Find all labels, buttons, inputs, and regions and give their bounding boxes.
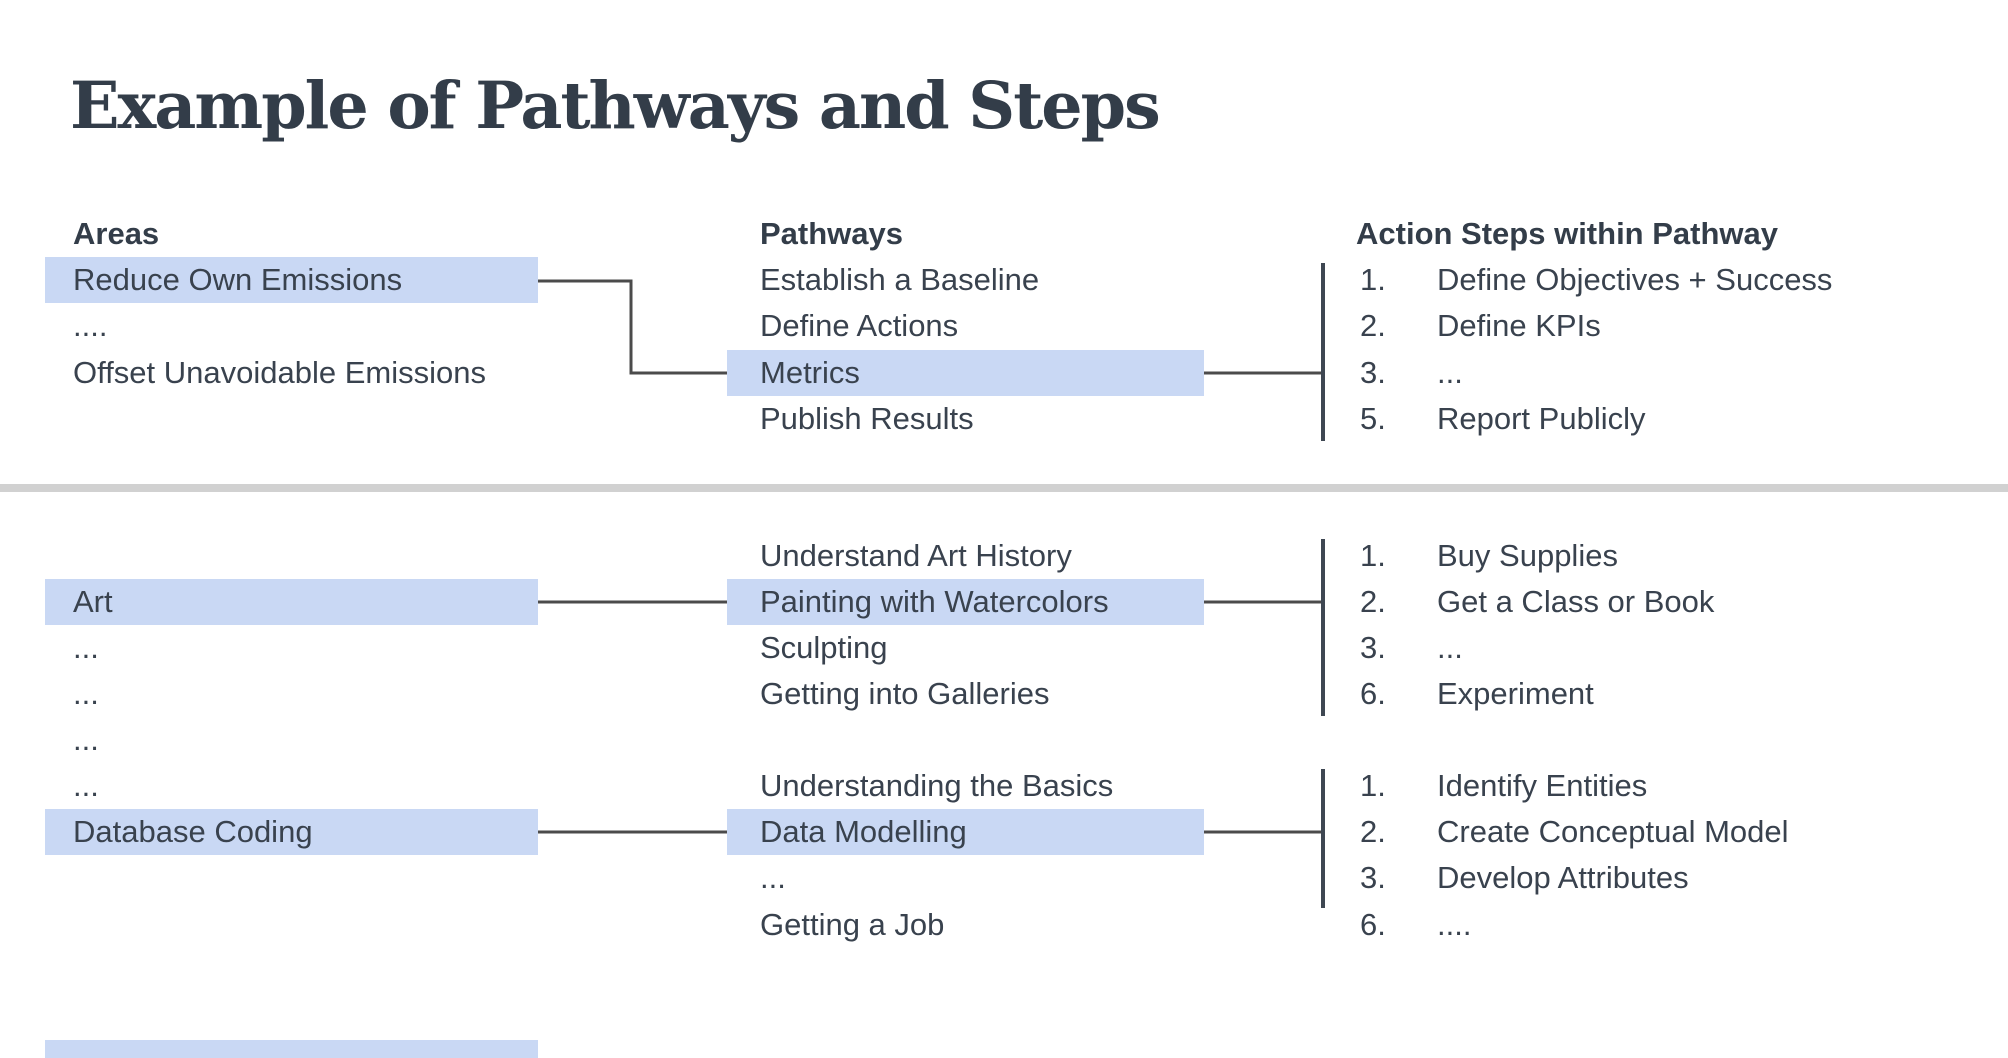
page-title: Example of Pathways and Steps (70, 68, 1161, 144)
pathway-item: Understand Art History (760, 538, 1072, 573)
step-item: 6..... (1360, 902, 1471, 948)
pathway-item: Metrics (727, 350, 1204, 396)
section-divider (0, 484, 2008, 492)
pathway-item-ellipsis: ... (760, 860, 786, 895)
step-label: Buy Supplies (1437, 538, 1618, 573)
partial-highlight-row (45, 1040, 538, 1058)
pathways-column-header: Pathways (760, 216, 904, 251)
step-item: 3.... (1360, 625, 1463, 671)
pathway-item: Define Actions (760, 308, 959, 343)
area-item-ellipsis: .... (73, 308, 108, 343)
step-label: Experiment (1437, 676, 1594, 711)
pathway-item: Sculpting (760, 630, 888, 665)
step-item: 2. Get a Class or Book (1360, 579, 1714, 625)
pathway-item: Getting into Galleries (760, 676, 1050, 711)
pathway-item: Getting a Job (760, 907, 945, 942)
area-item: Art (45, 579, 538, 625)
step-number: 3. (1360, 860, 1386, 895)
area-item: Reduce Own Emissions (45, 257, 538, 303)
step-item: 3. Develop Attributes (1360, 855, 1689, 901)
steps-column-header: Action Steps within Pathway (1356, 216, 1778, 251)
step-number: 5. (1360, 401, 1386, 436)
connector-reduce-to-metrics (538, 279, 727, 375)
step-item: 2. Define KPIs (1360, 303, 1601, 349)
pathway-item: Data Modelling (727, 809, 1204, 855)
step-label: Define KPIs (1437, 308, 1601, 343)
step-item: 1. Buy Supplies (1360, 533, 1618, 579)
step-item: 2. Create Conceptual Model (1360, 809, 1789, 855)
step-number: 3. (1360, 630, 1386, 665)
area-item-ellipsis: ... (73, 630, 99, 665)
pathway-item: Publish Results (760, 401, 974, 436)
step-label: Develop Attributes (1437, 860, 1689, 895)
step-number: 2. (1360, 814, 1386, 849)
step-number: 2. (1360, 308, 1386, 343)
step-label: Get a Class or Book (1437, 584, 1715, 619)
step-number: 1. (1360, 262, 1386, 297)
pathway-item: Painting with Watercolors (727, 579, 1204, 625)
step-label: .... (1437, 907, 1472, 942)
step-label: ... (1437, 630, 1463, 665)
step-label: Create Conceptual Model (1437, 814, 1789, 849)
step-number: 3. (1360, 355, 1386, 390)
step-item: 1. Define Objectives + Success (1360, 257, 1832, 303)
area-item: Offset Unavoidable Emissions (73, 355, 486, 390)
step-item: 5. Report Publicly (1360, 396, 1645, 442)
step-number: 1. (1360, 538, 1386, 573)
area-item-ellipsis: ... (73, 722, 99, 757)
step-item: 3.... (1360, 350, 1463, 396)
area-item: Database Coding (45, 809, 538, 855)
step-number: 1. (1360, 768, 1386, 803)
step-label: Define Objectives + Success (1437, 262, 1833, 297)
step-label: Identify Entities (1437, 768, 1648, 803)
area-item-ellipsis: ... (73, 676, 99, 711)
step-label: Report Publicly (1437, 401, 1646, 436)
step-item: 6. Experiment (1360, 671, 1594, 717)
step-label: ... (1437, 355, 1463, 390)
step-number: 6. (1360, 676, 1386, 711)
area-item-ellipsis: ... (73, 768, 99, 803)
pathway-item: Establish a Baseline (760, 262, 1040, 297)
areas-column-header: Areas (73, 216, 160, 251)
step-number: 6. (1360, 907, 1386, 942)
step-number: 2. (1360, 584, 1386, 619)
pathway-item: Understanding the Basics (760, 768, 1114, 803)
step-item: 1. Identify Entities (1360, 763, 1647, 809)
